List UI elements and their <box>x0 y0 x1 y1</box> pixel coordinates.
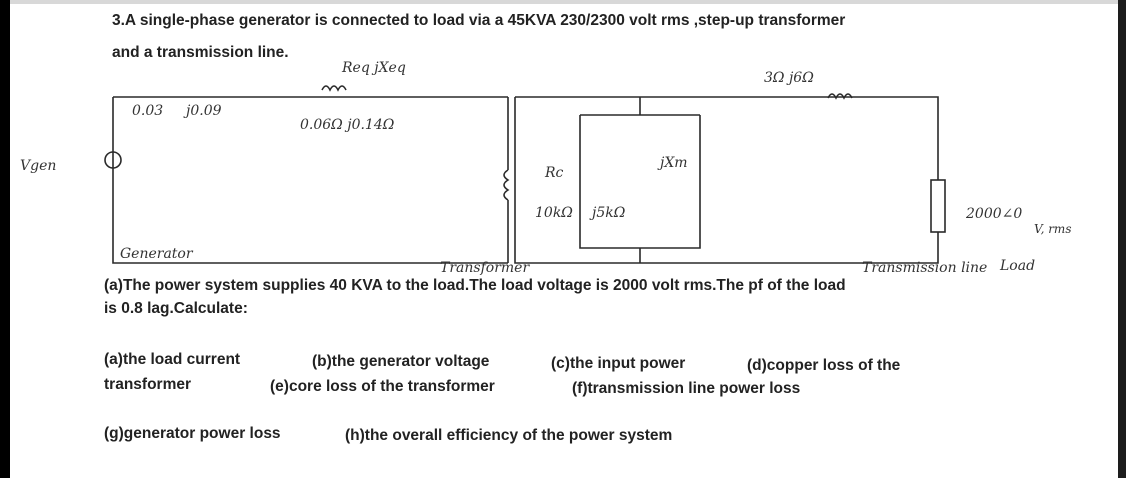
question-f: (f)transmission line power loss <box>572 380 801 397</box>
eq-impedance-values: 0.06Ω j0.14Ω <box>300 117 395 133</box>
load-voltage-unit: V, rms <box>1034 222 1072 236</box>
rc-value: 10kΩ <box>535 205 573 221</box>
line-inductor <box>827 93 853 100</box>
load-caption: Load <box>1000 258 1036 274</box>
part-a-line1: (a)The power system supplies 40 KVA to t… <box>104 277 846 294</box>
problem-statement-line1: 3.A single-phase generator is connected … <box>112 12 846 29</box>
xm-label: jXm <box>660 155 688 171</box>
generator-caption: Generator <box>120 246 193 262</box>
load-voltage-label: 2000∠0 <box>966 206 1023 222</box>
wire-secondary-bottom <box>514 97 939 264</box>
gen-reactance-label: j0.09 <box>186 103 222 119</box>
vgen-label: Vgen <box>20 158 57 174</box>
left-edge-bar <box>0 0 10 478</box>
line-impedance-label: 3Ω j6Ω <box>764 70 814 86</box>
wire-secondary-top <box>515 96 939 180</box>
eq-impedance-header: Req jXeq <box>342 60 406 76</box>
right-edge-shade <box>1118 0 1126 478</box>
top-strip <box>0 0 1126 4</box>
question-e: (e)core loss of the transformer <box>270 378 495 395</box>
generator-source <box>104 151 122 169</box>
part-a-line2: is 0.8 lag.Calculate: <box>104 300 248 317</box>
question-c: (c)the input power <box>551 355 686 372</box>
xm-value: j5kΩ <box>592 205 626 221</box>
question-g: (g)generator power loss <box>104 425 281 442</box>
question-b: (b)the generator voltage <box>312 353 490 370</box>
eq-inductor <box>321 85 347 92</box>
question-a: (a)the load current <box>104 351 241 368</box>
gen-resistance-label: 0.03 <box>132 103 164 119</box>
primary-coil <box>503 97 510 263</box>
rc-label: Rc <box>545 165 564 181</box>
load-resistor <box>930 179 946 233</box>
transmission-caption: Transmission line <box>862 260 988 276</box>
question-h: (h)the overall efficiency of the power s… <box>345 427 673 444</box>
shunt-branch <box>579 114 701 249</box>
transformer-caption: Transformer <box>440 260 530 276</box>
problem-statement-line2: and a transmission line. <box>112 44 289 61</box>
question-d: (d)copper loss of the <box>747 357 901 374</box>
question-d-cont: transformer <box>104 376 191 393</box>
